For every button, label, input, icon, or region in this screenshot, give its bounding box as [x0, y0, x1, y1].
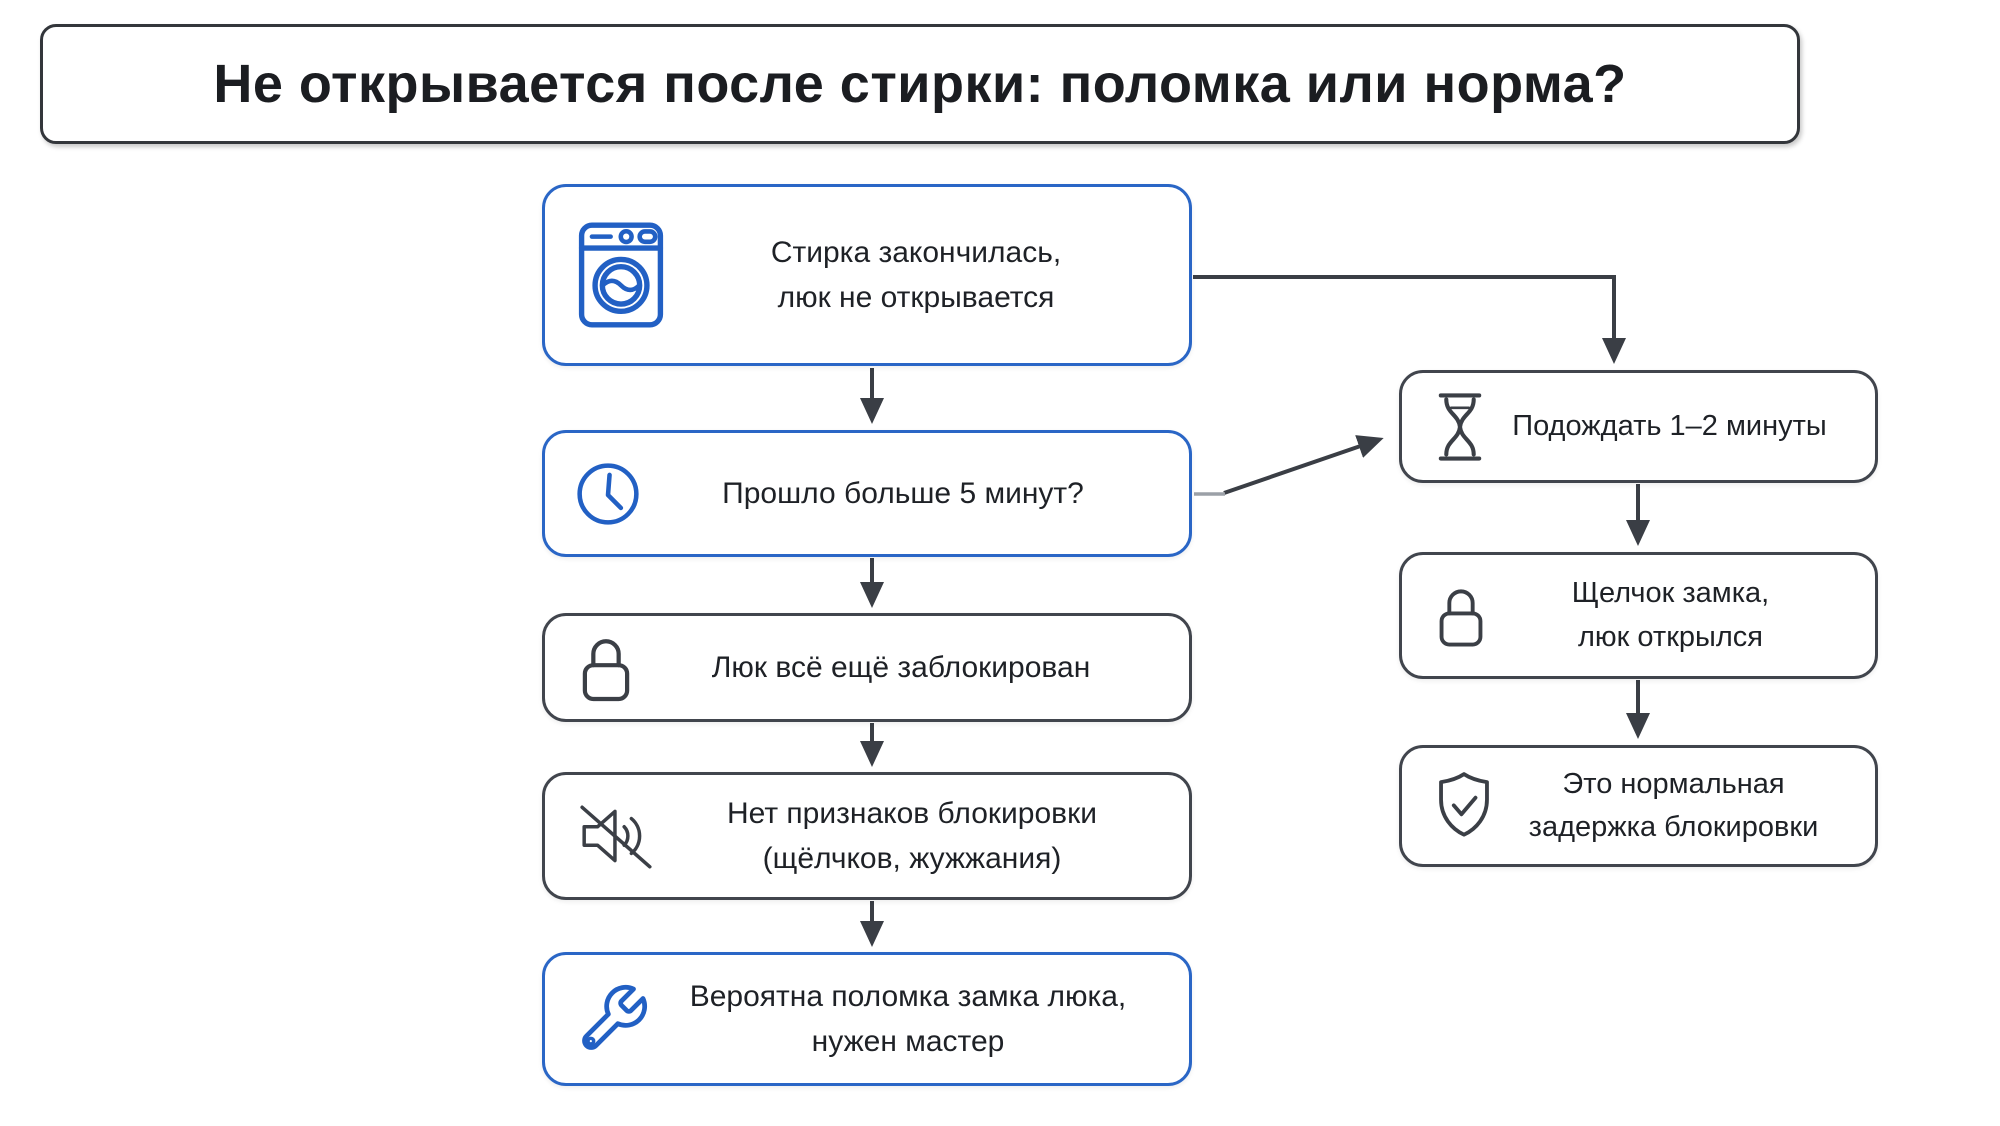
- node-lock-broken-label: Вероятна поломка замка люка, нужен масте…: [689, 980, 1127, 1058]
- node-five-minutes-label: Прошло больше 5 минут?: [722, 477, 1084, 510]
- clock-icon: [575, 461, 641, 527]
- node-start-label: Стирка закончилась, люк не открывается: [770, 236, 1062, 314]
- node-wait: Подождать 1–2 минуты: [1399, 370, 1878, 483]
- node-wait-label: Подождать 1–2 минуты: [1512, 409, 1827, 442]
- shield-check-icon: [1432, 769, 1496, 843]
- node-no-lock-signs-label: Нет признаков блокировки (щёлчков, жужжа…: [727, 797, 1097, 875]
- lock-icon: [575, 630, 637, 706]
- node-normal-delay-label: Это нормальная задержка блокировки: [1528, 767, 1819, 844]
- node-start: Стирка закончилась, люк не открывается: [542, 184, 1192, 366]
- wrench-icon: [575, 981, 651, 1057]
- node-still-locked: Люк всё ещё заблокирован: [542, 613, 1192, 722]
- title-banner: Не открывается после стирки: поломка или…: [40, 24, 1800, 144]
- node-still-locked-label: Люк всё ещё заблокирован: [711, 651, 1091, 684]
- hourglass-icon: [1432, 390, 1488, 464]
- node-lock-broken: Вероятна поломка замка люка, нужен масте…: [542, 952, 1192, 1086]
- node-lock-click-label: Щелчок замка, люк открылся: [1571, 577, 1770, 653]
- muted-speaker-icon: [575, 796, 659, 876]
- node-five-minutes-question: Прошло больше 5 минут?: [542, 430, 1192, 557]
- washing-machine-icon: [575, 219, 667, 331]
- node-lock-click: Щелчок замка, люк открылся: [1399, 552, 1878, 679]
- node-normal-delay: Это нормальная задержка блокировки: [1399, 745, 1878, 867]
- page-title: Не открывается после стирки: поломка или…: [213, 54, 1627, 114]
- lock-icon: [1432, 581, 1490, 651]
- node-no-lock-signs: Нет признаков блокировки (щёлчков, жужжа…: [542, 772, 1192, 900]
